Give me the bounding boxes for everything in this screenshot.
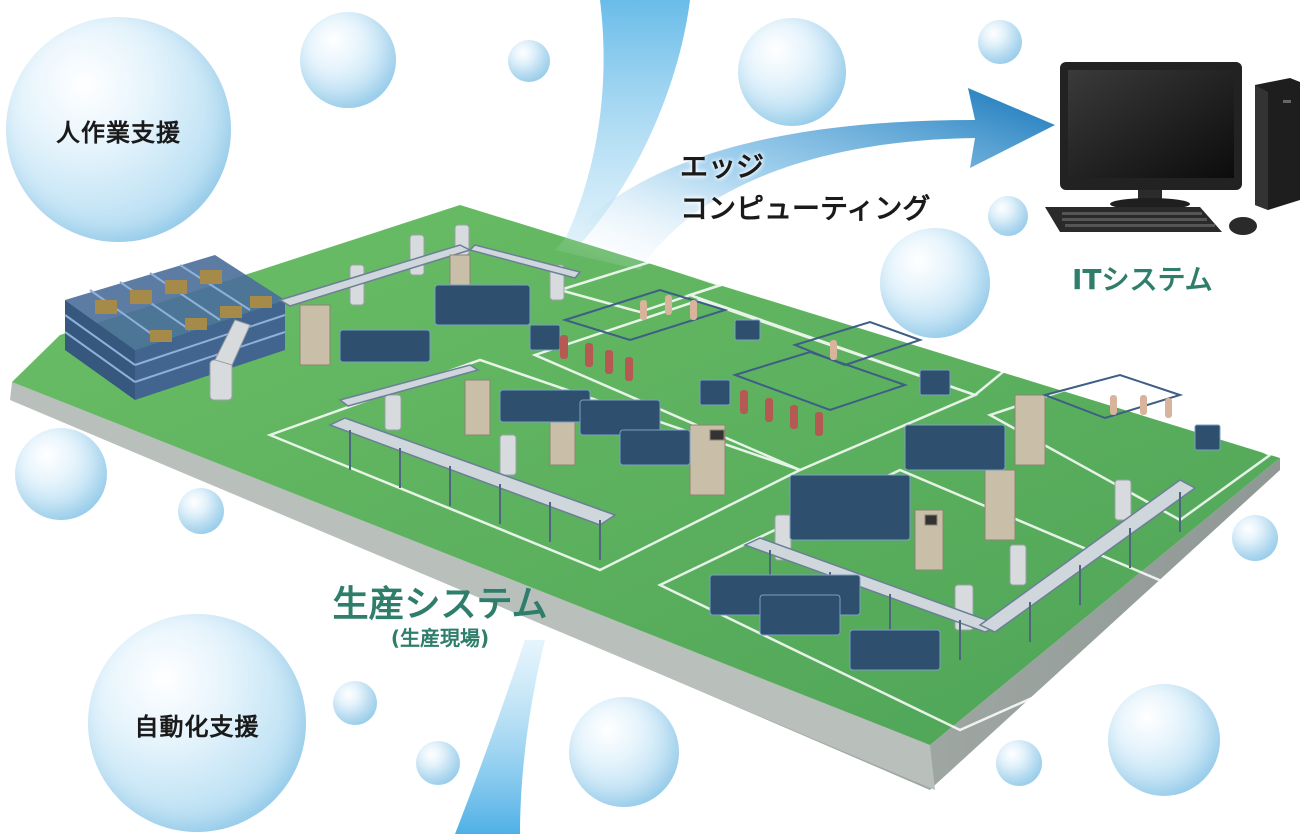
data-stream-upper [560,0,690,250]
workers [560,295,1172,436]
control-cabinets [299,254,1046,571]
edge-computing-line1: エッジ [680,150,765,183]
production-site-subtitle: (生産現場) [390,626,490,650]
bubble-decor [880,228,990,338]
edge-computing-label: エッジ コンピューティング [680,146,1000,230]
bubble-human-support [6,17,231,242]
production-system-label: 生産システム (生産現場) [320,584,560,650]
bubble-decor [300,12,396,108]
bins [339,284,1221,671]
conveyors [278,244,1197,633]
bubble-decor [1232,515,1278,561]
bubble-decor [996,740,1042,786]
bubble-decor [416,741,460,785]
human-support-label: 人作業支援 [56,118,181,147]
assembly-cells [561,288,1184,420]
bubble-decor [1108,684,1220,796]
bubble-decor [15,428,107,520]
bubble-decor [978,20,1022,64]
bubble-decor [508,40,550,82]
data-stream-lower [455,640,545,834]
floor-base-front [10,382,935,790]
edge-computing-line2: コンピューティング [680,192,931,225]
bubble-decor [988,196,1028,236]
production-system-title: 生産システム [332,584,548,625]
bubble-automation-support [88,614,306,832]
it-system-label: ITシステム [1072,263,1213,296]
bubble-decor [569,697,679,807]
bubble-decor [178,488,224,534]
bubble-decor [738,18,846,126]
bubble-decor [333,681,377,725]
desktop-computer [1045,62,1300,235]
edge-computing-arrow [555,88,1055,270]
automation-support-label: 自動化支援 [134,712,260,741]
